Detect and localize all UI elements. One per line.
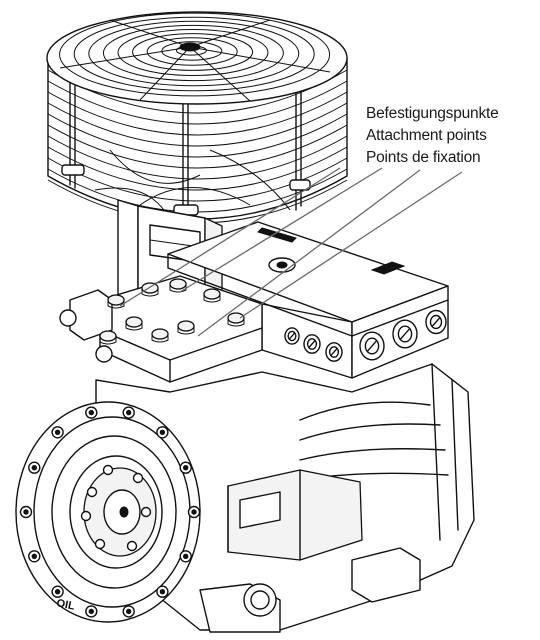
hub-bolt (132, 472, 144, 484)
fan-guard-ring (47, 91, 348, 136)
fan-guard-top-ring (102, 24, 284, 82)
hub-bolt (94, 538, 106, 550)
attachment-bolt-side (203, 294, 221, 303)
attachment-bolt-side (125, 322, 143, 331)
cable-gland-slot (308, 340, 316, 348)
fan-guard-ring (47, 102, 348, 147)
flange-bolt-head (54, 429, 61, 435)
label-attachment-points-de: Befestigungspunkte (366, 105, 499, 122)
fan-guard-ring (47, 146, 348, 191)
flange-bolt-head (31, 553, 37, 559)
attachment-bolt-side (227, 318, 245, 327)
fan-guard-ring (47, 113, 348, 158)
fan-guard-ring (47, 157, 348, 202)
terminal-box (167, 221, 449, 379)
attachment-bolt-side (99, 336, 117, 345)
fan-guard-ring (47, 135, 348, 180)
attachment-bolt (227, 312, 245, 324)
flange-bolt-head (159, 429, 166, 435)
cable-gland-slot (330, 348, 338, 356)
hub-bolt (102, 464, 114, 476)
attachment-bolts (99, 278, 245, 345)
attachment-bolt (169, 278, 187, 290)
fan-guard-top-ring (88, 20, 300, 87)
attachment-bolt-side (151, 334, 169, 343)
attachment-bolt-side (141, 288, 159, 297)
flange-bolt-head (31, 465, 37, 471)
attachment-bolt (151, 328, 169, 340)
leader-line-4 (239, 171, 463, 319)
attachment-bolt-side (107, 300, 125, 309)
flange-bolt-head (126, 409, 132, 416)
attachment-bolt-side (177, 326, 195, 335)
label-attachment-points-en: Attachment points (366, 127, 487, 144)
fan-guard-ring (47, 80, 348, 125)
hub-bolt (80, 510, 92, 522)
fan-guard-ring (47, 124, 348, 169)
flange-bolt-head (88, 608, 95, 615)
leader-line-2 (179, 167, 383, 293)
flange-bolt-head (126, 608, 132, 615)
attachment-bolt (99, 330, 117, 342)
attachment-bolt (203, 288, 221, 300)
flange-bolts (19, 406, 201, 618)
attachment-bolt (141, 282, 159, 294)
fan-guard (46, 11, 348, 233)
attachment-bolt (125, 316, 143, 328)
attachment-bolt-side (169, 284, 187, 293)
leader-lines (119, 167, 463, 337)
oil-marking: OIL (55, 597, 76, 613)
flange-bolt-head (54, 589, 61, 595)
flange-bolt-head (183, 465, 189, 471)
fan-guard-top-ring (117, 29, 269, 76)
cable-gland-slot (367, 340, 377, 352)
hub-bolt (140, 506, 152, 518)
flange-bolt-head (159, 589, 166, 595)
leader-line-1 (119, 167, 341, 307)
hub-bolt (126, 540, 138, 552)
flange-bolt-head (23, 509, 29, 515)
fan-guard-top-ring (73, 16, 315, 92)
cable-gland-slot (431, 317, 441, 327)
hub-bolt (86, 486, 98, 498)
flange-bolt-head (191, 509, 197, 515)
cable-gland-slot (400, 328, 410, 340)
flange-bolt-head (88, 409, 95, 416)
fan-guard-top-ring (161, 41, 223, 61)
fan-guard-top-ring (146, 37, 238, 66)
fan-guard-top-ring (132, 33, 254, 71)
label-attachment-points-fr: Points de fixation (366, 149, 480, 166)
front-flange (15, 401, 201, 623)
attachment-bolt (107, 294, 125, 306)
compressor-housing (95, 363, 475, 633)
cable-gland-slot (288, 332, 296, 340)
fan-guard-top-ring (59, 12, 331, 97)
flange-bolt-head (183, 553, 189, 559)
leader-line-3 (197, 169, 421, 337)
attachment-bolt (177, 320, 195, 332)
